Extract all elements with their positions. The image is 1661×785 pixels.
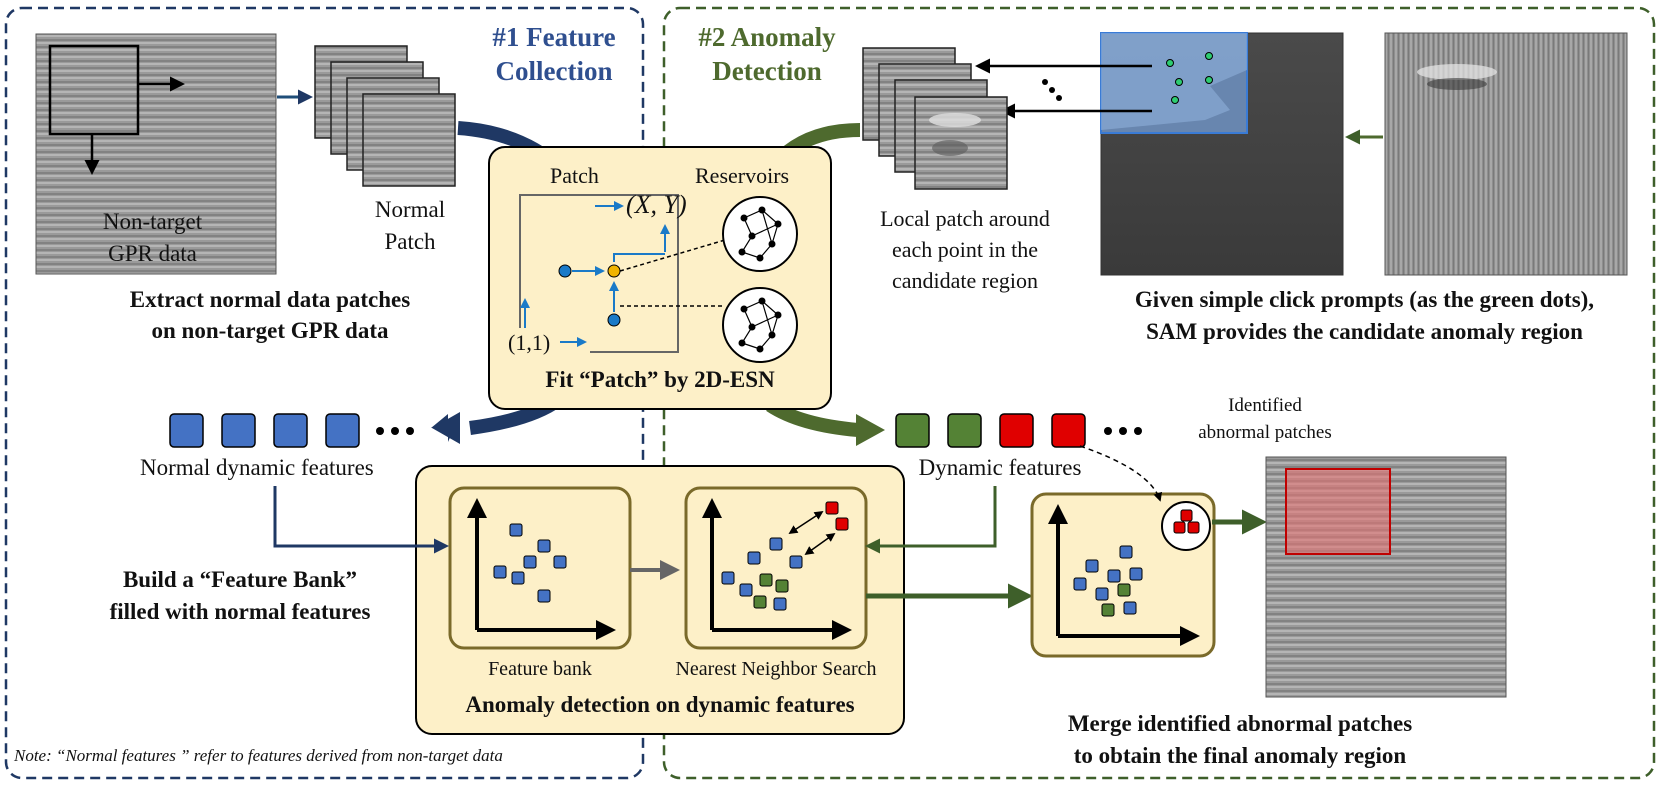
merge-caption-line2: to obtain the final anomaly region — [1073, 743, 1407, 768]
feature-bank-caption-line2: filled with normal features — [109, 599, 371, 624]
sam-caption-line1: Given simple click prompts (as the green… — [1134, 287, 1595, 312]
feature-bank-caption: Build a “Feature Bank” filled with norma… — [70, 564, 410, 628]
normal-features-label: Normal dynamic features — [140, 455, 374, 480]
dynamic-feature-squares — [895, 413, 1142, 448]
normal-feature-squares — [169, 413, 414, 448]
reservoir-1 — [722, 196, 798, 272]
esn-xy-label: (X, Y) — [626, 190, 687, 219]
sam-caption: Given simple click prompts (as the green… — [1092, 284, 1637, 348]
normal-patch-line1: Normal — [374, 197, 446, 222]
detection-caption: Anomaly detection on dynamic features — [465, 692, 855, 717]
esn-caption: Fit “Patch” by 2D-ESN — [545, 367, 775, 392]
normal-features-arrowhead — [432, 412, 460, 444]
to-feature-bank-arrow — [273, 486, 449, 554]
section1-title: #1 Feature Collection — [470, 20, 638, 88]
esn-patch-label: Patch — [550, 163, 599, 188]
section2-title-line2: Detection — [712, 56, 822, 86]
final-anomaly-image — [1265, 456, 1507, 698]
identified-label: Identified abnormal patches — [1170, 392, 1360, 446]
local-patch-line1: Local patch around — [880, 206, 1050, 231]
esn-origin-label: (1,1) — [508, 330, 551, 355]
local-patch-stack — [862, 47, 1008, 190]
identified-line2: abnormal patches — [1198, 422, 1332, 443]
gpr-data-label: Non-target GPR data — [60, 206, 245, 270]
merge-caption-line1: Merge identified abnormal patches — [1067, 711, 1413, 736]
feature-bank-label: Feature bank — [488, 658, 592, 680]
extract-caption-line1: Extract normal data patches — [129, 287, 411, 312]
local-patch-label: Local patch around each point in the can… — [855, 203, 1075, 296]
sam-caption-line2: SAM provides the candidate anomaly regio… — [1146, 319, 1583, 344]
local-patch-line3: candidate region — [892, 268, 1038, 293]
reservoir-2 — [722, 287, 798, 363]
to-nn-search-arrow — [865, 486, 997, 554]
section2-title-line1: #2 Anomaly — [698, 22, 836, 52]
identified-pointer — [1079, 445, 1162, 502]
gpr-label-line2: GPR data — [108, 241, 197, 266]
merge-panel — [1030, 492, 1216, 658]
normal-patch-stack — [314, 45, 456, 187]
dynamic-features-arrowhead — [856, 414, 885, 446]
nn-search-label: Nearest Neighbor Search — [675, 658, 877, 680]
esn-reservoirs-label: Reservoirs — [695, 163, 790, 188]
section1-title-line2: Collection — [495, 56, 613, 86]
non-target-gpr-image — [35, 33, 277, 275]
feature-bank-caption-line1: Build a “Feature Bank” — [122, 567, 358, 592]
section2-title: #2 Anomaly Detection — [672, 20, 862, 88]
extract-caption-line2: on non-target GPR data — [151, 318, 389, 343]
merge-caption: Merge identified abnormal patches to obt… — [1030, 708, 1450, 772]
esn-panel — [488, 146, 832, 410]
normal-patch-line2: Patch — [384, 229, 436, 254]
local-patch-line2: each point in the — [891, 237, 1038, 262]
normal-patch-label: Normal Patch — [355, 194, 465, 258]
sam-candidate-image — [1100, 32, 1344, 276]
gpr-target-image — [1384, 32, 1628, 276]
note-text: Note: “Normal features ” refer to featur… — [14, 746, 503, 765]
anomaly-detection-panel — [415, 465, 905, 735]
identified-line1: Identified — [1228, 395, 1302, 416]
dynamic-features-label: Dynamic features — [918, 455, 1082, 480]
extract-caption: Extract normal data patches on non-targe… — [70, 284, 470, 346]
section1-title-line1: #1 Feature — [492, 22, 616, 52]
gpr-label-line1: Non-target — [102, 209, 203, 234]
